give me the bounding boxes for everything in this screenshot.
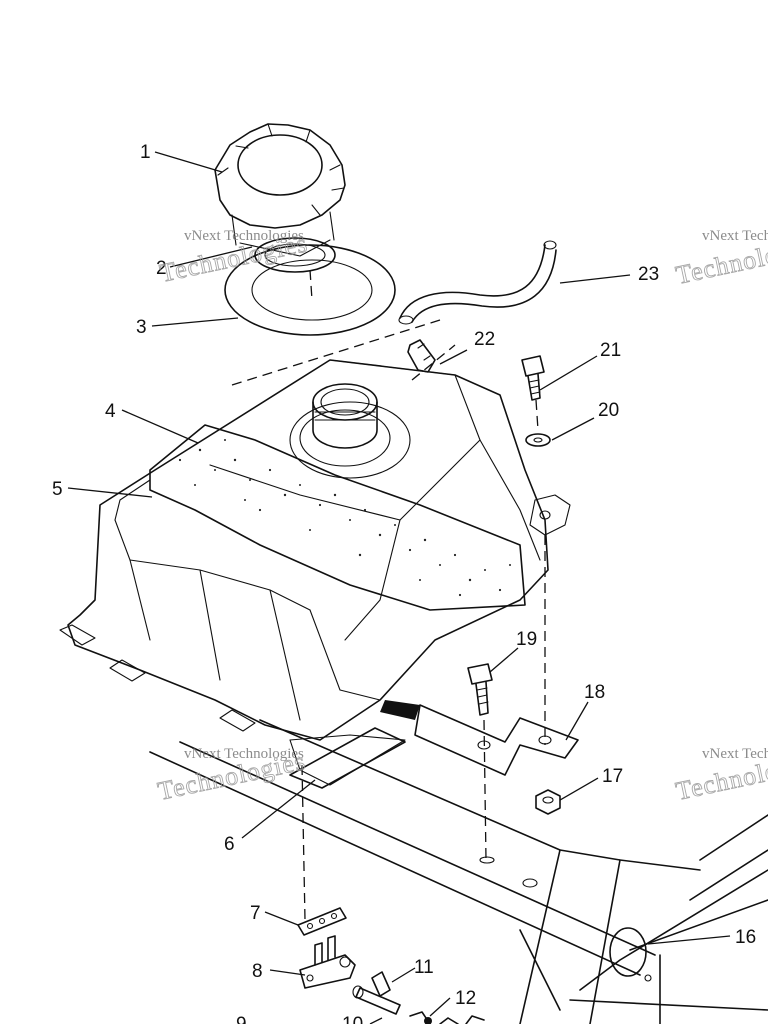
- valve-gasket: [297, 907, 347, 936]
- callout-3: 3: [136, 317, 147, 338]
- vent-fitting: [407, 339, 456, 381]
- callout-17: 17: [602, 766, 623, 787]
- callout-11: 11: [414, 957, 434, 978]
- leader-lines: [67, 151, 731, 1024]
- callout-16: 16: [735, 927, 756, 948]
- watermark-text: vNext Technologies: [184, 228, 304, 244]
- watermark: vNext Technologies Technologies vNext Te…: [155, 228, 768, 807]
- bolt-lower: [467, 663, 493, 716]
- callout-numbers: 1 2 3 4 5 6 7 8 9 10 11 12 16 17 18 19 2…: [52, 142, 756, 1024]
- filler-seal: [224, 244, 396, 336]
- callout-1: 1: [140, 142, 151, 163]
- callout-22: 22: [474, 329, 495, 350]
- vent-hose: [398, 240, 557, 325]
- watermark-text: vNext Technologies: [702, 746, 768, 762]
- frame-hole: [479, 856, 495, 864]
- callout-18: 18: [584, 682, 605, 703]
- hose-fitting: [352, 971, 401, 1015]
- callout-21: 21: [600, 340, 621, 361]
- callout-20: 20: [598, 400, 619, 421]
- frame-rails: [149, 719, 768, 1024]
- assembly-line: [231, 319, 441, 386]
- callout-2: 2: [156, 258, 167, 279]
- assembly-line: [535, 399, 539, 431]
- callout-6: 6: [224, 834, 235, 855]
- assembly-line: [309, 269, 313, 301]
- fuel-tank: [59, 359, 571, 786]
- frame-plug: [609, 927, 647, 977]
- callout-10: 10: [342, 1014, 363, 1024]
- fuel-valve: [299, 935, 356, 989]
- foam-strip: [149, 424, 526, 611]
- assembly-line: [483, 719, 487, 861]
- watermark-text: vNext Technologies: [184, 746, 304, 762]
- mount-bracket: [380, 700, 579, 776]
- hex-nut: [535, 789, 561, 815]
- callout-8: 8: [252, 961, 263, 982]
- callout-23: 23: [638, 264, 659, 285]
- frame-hole: [522, 878, 538, 888]
- watermark-text: vNext Technologies: [702, 228, 768, 244]
- callout-5: 5: [52, 479, 63, 500]
- callout-7: 7: [250, 903, 261, 924]
- hose-clamp: [409, 1011, 485, 1024]
- assembly-line: [301, 764, 306, 921]
- callout-19: 19: [516, 629, 537, 650]
- bolt-top: [521, 355, 545, 401]
- callout-4: 4: [105, 401, 116, 422]
- callout-12: 12: [455, 988, 476, 1009]
- callout-9: 9: [236, 1014, 247, 1024]
- washer: [525, 433, 551, 447]
